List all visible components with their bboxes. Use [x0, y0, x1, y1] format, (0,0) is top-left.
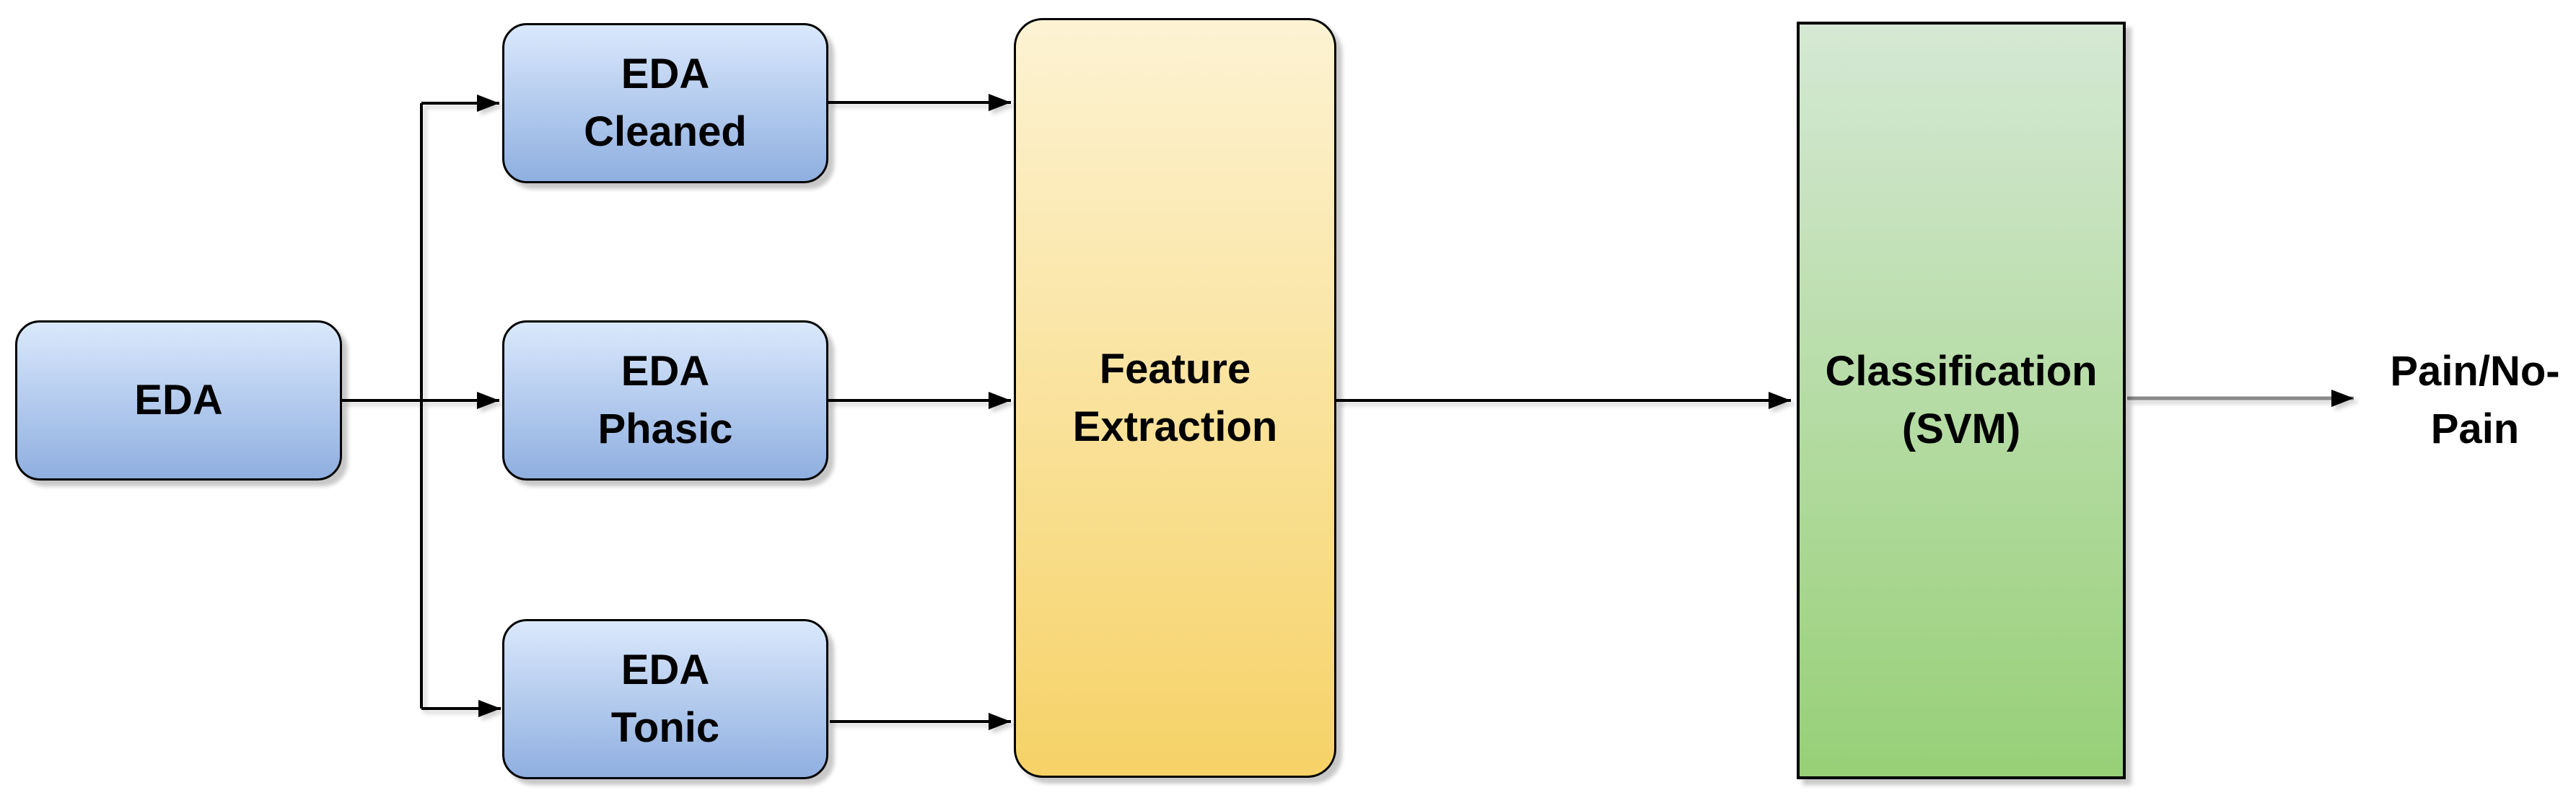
node-eda-tonic: EDA Tonic [502, 619, 828, 779]
node-eda-tonic-label-line2: Tonic [610, 704, 720, 751]
node-eda-cleaned-label-line1: EDA [621, 51, 710, 97]
node-eda-cleaned: EDA Cleaned [502, 23, 828, 183]
node-eda-cleaned-label-line2: Cleaned [584, 108, 747, 155]
output-label-line2: Pain [2430, 405, 2520, 452]
node-classification-label-line1: Classification [1825, 348, 2098, 395]
node-classification-svm: Classification (SVM) [1797, 22, 2126, 779]
node-eda-phasic: EDA Phasic [502, 320, 828, 481]
node-eda-phasic-label-line2: Phasic [597, 405, 733, 452]
node-eda: EDA [15, 320, 342, 481]
node-eda-tonic-label-line1: EDA [621, 646, 710, 693]
node-eda-phasic-label-line1: EDA [621, 348, 710, 395]
node-feature-extraction-label-line2: Extraction [1072, 403, 1278, 450]
node-feature-extraction: Feature Extraction [1014, 18, 1336, 778]
node-classification-label-line2: (SVM) [1901, 405, 2021, 452]
output-pain-no-pain-label: Pain/No- Pain [2374, 343, 2576, 458]
node-eda-label: EDA [134, 377, 223, 424]
node-feature-extraction-label-line1: Feature [1099, 345, 1251, 393]
output-label-line1: Pain/No- [2390, 348, 2560, 395]
edge-eda-branch-trunk [342, 103, 423, 709]
